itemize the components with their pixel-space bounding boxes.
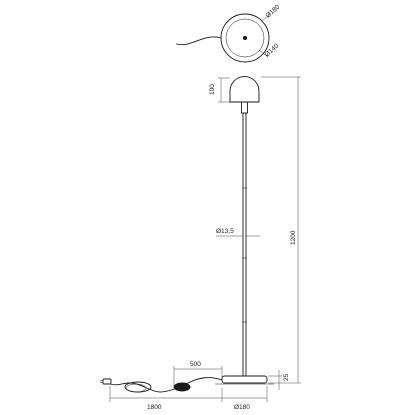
total-height-label: 1200 — [290, 230, 297, 245]
dimension-base-diameter: Ø180 — [222, 386, 268, 411]
dimension-shade-height: 100 — [209, 77, 230, 103]
base-height-label: 25 — [283, 373, 290, 381]
pole-diameter-label: Ø13,5 — [216, 228, 234, 235]
dimension-switch-distance: 500 — [173, 361, 223, 386]
lamp-shade — [229, 76, 260, 103]
top-view: Ø180 Ø140 — [175, 3, 282, 63]
dimension-pole-diameter: Ø13,5 — [216, 228, 260, 237]
shade-height-label: 100 — [209, 84, 216, 95]
foot-switch — [173, 382, 191, 392]
top-view-cable — [175, 36, 222, 46]
top-view-center-dot — [242, 35, 248, 41]
cable-length-label: 1800 — [147, 404, 162, 411]
top-inner-diameter-label: Ø140 — [264, 42, 281, 58]
lamp-side-view — [215, 76, 274, 385]
top-view-inner-circle — [225, 18, 265, 58]
dimension-cable-length: 1800 — [109, 386, 223, 411]
cable-assembly — [100, 377, 223, 393]
dimension-total-height: 1200 — [261, 76, 301, 384]
cable-coil — [124, 381, 152, 393]
top-outer-diameter-leader — [261, 13, 271, 22]
lamp-shade-neck — [241, 101, 248, 114]
cable-coil — [125, 383, 147, 393]
power-cable — [109, 377, 223, 393]
base-diameter-label: Ø180 — [234, 404, 250, 411]
switch-distance-label: 500 — [190, 361, 201, 368]
dimension-base-height: 25 — [268, 370, 290, 390]
power-plug — [102, 378, 112, 385]
top-outer-diameter-label: Ø180 — [265, 3, 282, 19]
top-inner-diameter-leader — [258, 49, 269, 58]
lamp-base — [221, 375, 268, 384]
